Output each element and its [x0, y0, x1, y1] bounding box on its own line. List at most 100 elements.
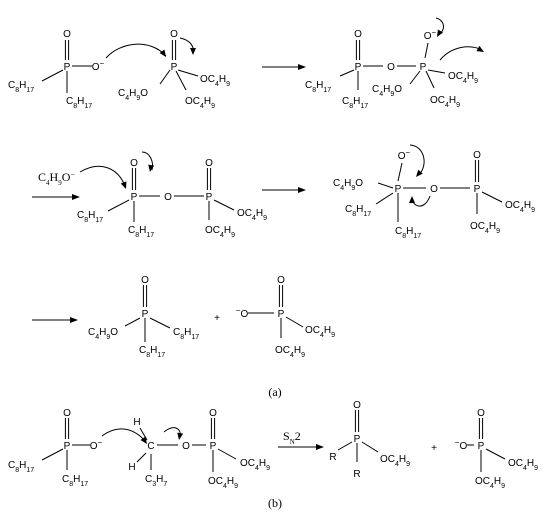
label-part: O: [209, 408, 217, 419]
label-part: OC: [237, 208, 252, 219]
subscript: 9: [501, 483, 505, 490]
label-part: O: [240, 309, 248, 320]
bond-line: [481, 191, 503, 203]
octyl-group: C8H17: [173, 327, 199, 341]
label-part: O: [477, 408, 485, 419]
oxide-anion: O−: [90, 438, 103, 453]
butoxy-group: OC4H9: [208, 476, 238, 490]
label-part: O: [92, 62, 100, 73]
label-part: H: [77, 96, 84, 107]
butoxy-group: OC4H9: [275, 345, 305, 359]
label-part: H: [524, 200, 531, 211]
subscript: 9: [331, 332, 335, 339]
label-part: C: [118, 88, 125, 99]
bond-line: [217, 448, 237, 460]
superscript: −: [236, 306, 241, 315]
phosphorus-atom: P: [206, 192, 213, 203]
label-part: H: [256, 208, 263, 219]
oxygen-atom: O: [170, 29, 178, 40]
octyl-group: C8H17: [345, 204, 371, 218]
butoxy-group: C4H9O: [118, 88, 148, 102]
label-part: O: [430, 184, 438, 195]
label-part: O: [398, 151, 406, 162]
label-part: OC: [380, 454, 395, 465]
r-group: R: [353, 469, 360, 480]
label-part: P: [395, 184, 402, 195]
label-part: O: [90, 441, 98, 452]
bond-line: [41, 448, 64, 461]
curved-arrow-head: [476, 45, 484, 52]
label-part: H: [219, 74, 226, 85]
curved-arrow-head: [416, 169, 423, 177]
curved-arrow-head: [177, 432, 184, 440]
subscript: 4: [395, 461, 399, 468]
butoxy-group: OC4H9: [380, 454, 410, 468]
label-part: H: [99, 327, 106, 338]
label-part: C: [88, 327, 95, 338]
butoxy-group: C4H9O: [333, 178, 363, 192]
butoxy-group: OC4H9: [185, 96, 215, 110]
subscript: 9: [211, 103, 215, 110]
subscript: 4: [223, 483, 227, 490]
label-part: H: [406, 226, 413, 237]
subscript: 9: [456, 102, 460, 109]
label-part: H: [467, 71, 474, 82]
bond-line: [375, 192, 394, 205]
subscript: 4: [255, 465, 259, 472]
subscript: 8: [180, 334, 184, 341]
label-part: O: [170, 29, 178, 40]
butoxy-group: C4H9O: [372, 84, 402, 98]
subscript: 17: [84, 103, 92, 110]
bond-line: [139, 427, 148, 441]
octyl-group: C8H17: [139, 345, 165, 359]
label-part: C: [345, 204, 352, 215]
label-part: OC: [305, 325, 320, 336]
bond-line: [41, 69, 64, 82]
subscript: 8: [312, 87, 316, 94]
subscript: 4: [46, 179, 50, 187]
label-part: 2: [295, 429, 301, 443]
butoxide-anion: C4H9O−: [38, 170, 75, 188]
butoxy-group: OC4H9: [430, 95, 460, 109]
subscript: 17: [80, 481, 88, 488]
label-part: O: [354, 29, 362, 40]
subscript: 8: [135, 232, 139, 239]
superscript: −: [100, 59, 105, 68]
label-part: O: [424, 31, 432, 42]
curved-arrow-head: [148, 164, 155, 172]
reaction-arrow-head: [72, 194, 80, 200]
bond-line: [425, 70, 435, 89]
curved-arrow-head: [140, 436, 147, 444]
label-part: P: [171, 62, 178, 73]
subscript: 9: [226, 81, 230, 88]
subscript: 9: [266, 465, 270, 472]
phosphorus-atom: P: [171, 62, 178, 73]
label-part: C: [147, 441, 154, 452]
panel-b-label: (b): [268, 496, 282, 510]
phosphorus-atom: P: [210, 441, 217, 452]
label-part: C: [342, 96, 349, 107]
superscript: −: [432, 28, 437, 37]
label-part: P: [64, 441, 71, 452]
phosphorus-atom: P: [64, 62, 71, 73]
label-part: C: [8, 460, 15, 471]
label-part: C: [139, 345, 146, 356]
label-part: H: [227, 476, 234, 487]
bond-line: [339, 69, 355, 77]
label-part: H: [353, 96, 360, 107]
label-part: O: [182, 441, 190, 452]
subscript: 4: [340, 185, 344, 192]
label-part: P: [474, 184, 481, 195]
label-part: O: [205, 158, 213, 169]
butoxy-group: OC4H9: [508, 458, 538, 472]
subscript: 4: [445, 102, 449, 109]
label-part: P: [420, 62, 427, 73]
label-part: O: [141, 275, 149, 286]
bond-line: [397, 162, 403, 182]
oxygen-atom: O: [477, 408, 485, 419]
label-part: O: [140, 88, 148, 99]
subscript: 3: [152, 481, 156, 488]
octyl-group: C8H17: [128, 225, 154, 239]
subscript: 4: [523, 465, 527, 472]
subscript: 8: [69, 481, 73, 488]
